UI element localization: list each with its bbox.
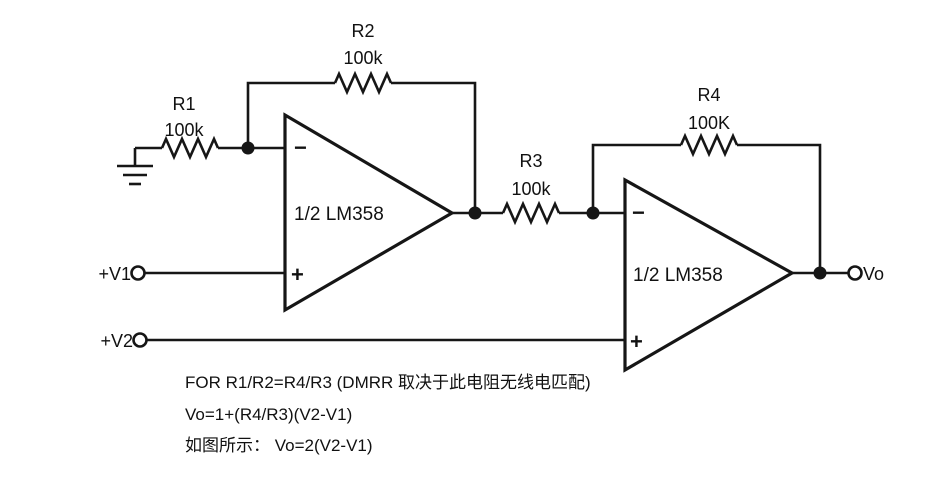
terminal-v2 — [132, 332, 148, 348]
r4-name-label: R4 — [697, 85, 720, 105]
resistor-r3 — [501, 200, 561, 226]
wire-r2-left-branch — [246, 81, 335, 148]
opamp2-minus-sign: − — [632, 200, 645, 225]
junction-opamp1-output — [468, 206, 482, 220]
opamp1-minus-sign: − — [294, 135, 307, 160]
opamp2-plus-sign: + — [630, 329, 643, 354]
note-line-3: 如图所示： Vo=2(V2-V1) — [185, 436, 373, 455]
r3-value-label: 100k — [511, 179, 551, 199]
vo-terminal-label: Vo — [863, 264, 884, 284]
v2-terminal-label: +V2 — [100, 331, 133, 351]
ground-symbol-icon — [117, 148, 153, 186]
junction-opamp2-output — [813, 266, 827, 280]
v1-terminal-label: +V1 — [98, 264, 131, 284]
wire-r4-right-branch — [737, 143, 822, 273]
r3-name-label: R3 — [519, 151, 542, 171]
r4-value-label: 100K — [688, 113, 730, 133]
note-line-1: FOR R1/R2=R4/R3 (DMRR 取决于此电阻无线电匹配) — [185, 373, 591, 392]
r2-value-label: 100k — [343, 48, 383, 68]
r1-value-label: 100k — [164, 120, 204, 140]
resistor-r4 — [679, 132, 739, 158]
opamp1-label: 1/2 LM358 — [294, 204, 384, 225]
wire-r4-left-branch — [591, 143, 681, 213]
opamp1-triangle — [283, 112, 456, 313]
terminal-vo — [847, 265, 863, 281]
opamp2-label: 1/2 LM358 — [633, 265, 723, 286]
wire-r2-right-branch — [391, 81, 477, 213]
resistor-r2 — [333, 70, 393, 96]
junction-r1-r2 — [241, 141, 255, 155]
opamp1-plus-sign: + — [291, 262, 304, 287]
opamp2-triangle — [623, 177, 796, 373]
terminal-v1 — [130, 265, 146, 281]
r1-name-label: R1 — [172, 94, 195, 114]
junction-r3-r4 — [586, 206, 600, 220]
resistor-r1 — [160, 135, 220, 161]
r2-name-label: R2 — [351, 21, 374, 41]
note-line-2: Vo=1+(R4/R3)(V2-V1) — [185, 405, 352, 424]
